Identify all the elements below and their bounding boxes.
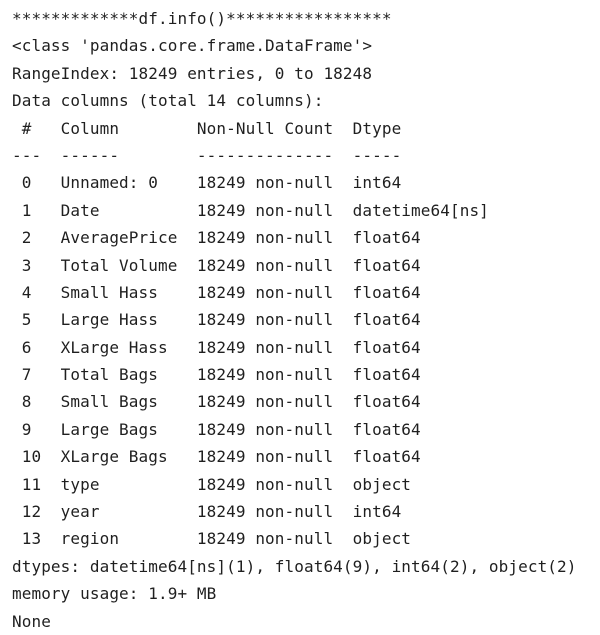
console-line: Data columns (total 14 columns): [12, 91, 324, 111]
console-line: 9 Large Bags 18249 non-null float64 [12, 419, 489, 439]
console-line: 10 XLarge Bags 18249 non-null float64 [12, 447, 489, 467]
console-line: 6 XLarge Hass 18249 non-null float64 [12, 337, 489, 357]
console-line: *************df.info()***************** [12, 9, 392, 28]
console-line: None [12, 611, 51, 631]
console-line: 0 Unnamed: 0 18249 non-null int64 [12, 173, 489, 193]
console-line: <class 'pandas.core.frame.DataFrame'> [12, 36, 373, 56]
console-line: 3 Total Volume 18249 non-null float64 [12, 255, 489, 275]
console-line: 1 Date 18249 non-null datetime64[ns] [12, 200, 489, 220]
console-line: 11 type 18249 non-null object [12, 474, 489, 494]
console-line: dtypes: datetime64[ns](1), float64(9), i… [12, 556, 577, 576]
console-line: 12 year 18249 non-null int64 [12, 502, 489, 522]
console-output: *************df.info()***************** <… [12, 5, 577, 635]
console-line: 13 region 18249 non-null object [12, 529, 489, 549]
console-line: 2 AveragePrice 18249 non-null float64 [12, 228, 489, 248]
console-line: 5 Large Hass 18249 non-null float64 [12, 310, 489, 330]
console-line: 8 Small Bags 18249 non-null float64 [12, 392, 489, 412]
console-line: 4 Small Hass 18249 non-null float64 [12, 282, 489, 302]
console-line: 7 Total Bags 18249 non-null float64 [12, 365, 489, 385]
console-line: memory usage: 1.9+ MB [12, 584, 217, 604]
console-line: RangeIndex: 18249 entries, 0 to 18248 [12, 63, 373, 83]
console-line: # Column Non-Null Count Dtype [12, 118, 489, 138]
console-line: --- ------ -------------- ----- [12, 145, 489, 165]
